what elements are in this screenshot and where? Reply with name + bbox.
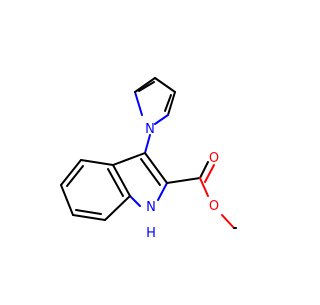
pyrrole-ring xyxy=(134,77,176,125)
pyrrole-nitrogen-label: N xyxy=(145,122,155,137)
bond-c3-c3a xyxy=(112,152,146,166)
molecule-canvas: N O O N H xyxy=(60,77,237,241)
bond-n-c2 xyxy=(134,91,143,116)
bond-c5-n xyxy=(154,114,169,125)
bond-c2-n1 xyxy=(157,182,168,201)
bond-c3-c4 xyxy=(154,77,176,93)
bond-c2-c3 xyxy=(134,77,156,93)
bond-c4-c5 xyxy=(60,159,82,186)
indole-five-ring xyxy=(112,152,168,207)
bond-carbonyl-oester xyxy=(199,177,209,197)
benzene-ring xyxy=(60,159,131,221)
bond-carbonyl-o-double xyxy=(204,164,215,183)
bond-c4-c5-double xyxy=(164,94,172,112)
bond-oester-methyl xyxy=(221,214,235,229)
bond-c3-c2-double xyxy=(140,158,161,186)
bond-n-c3-indole xyxy=(144,134,151,154)
bond-c7-c7a xyxy=(104,195,131,221)
ester-group xyxy=(166,161,237,229)
bond-c2-c3-double xyxy=(138,81,155,92)
molecule-structure: N O O N H xyxy=(60,77,237,241)
indole-hydrogen-label: H xyxy=(146,226,156,241)
bond-c6-c7-double xyxy=(75,209,102,215)
bond-c5-c6 xyxy=(60,184,74,216)
carbonyl-oxygen-label: O xyxy=(209,151,219,166)
ester-oxygen-label: O xyxy=(209,199,219,214)
bond-c3a-c7a xyxy=(112,164,131,197)
bond-c4-c5 xyxy=(167,91,176,116)
bond-n1-c7a xyxy=(129,195,141,207)
bond-c2-carbonyl xyxy=(166,177,201,184)
bond-c6-c7 xyxy=(72,214,106,221)
bond-c3a-c4 xyxy=(80,159,114,166)
indole-nitrogen-label: N xyxy=(146,200,156,215)
bond-c3-c2 xyxy=(144,152,168,184)
bond-c4-c5-double xyxy=(66,165,84,187)
bond-c3a-c7a-double xyxy=(107,168,124,197)
bond-carbonyl-o-up xyxy=(199,161,209,179)
